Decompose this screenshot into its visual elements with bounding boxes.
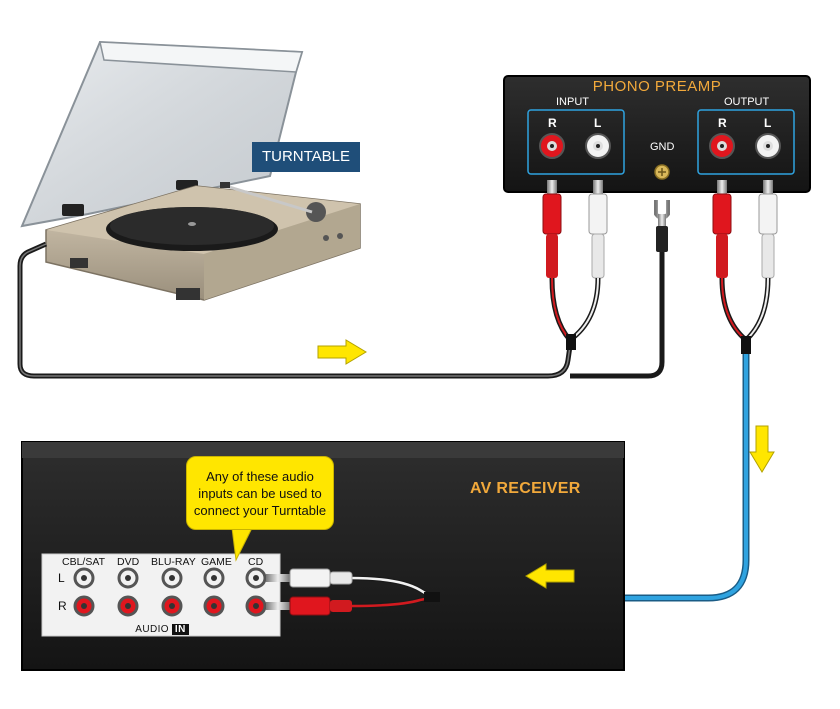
- input-label-game: GAME: [201, 556, 232, 568]
- phono-preamp-box: [503, 75, 811, 193]
- turntable-image: [20, 40, 361, 301]
- row-label-l: L: [58, 571, 65, 585]
- in-badge: IN: [171, 624, 189, 635]
- receiver-jacks: [73, 567, 267, 617]
- flow-arrow-icon: [317, 339, 367, 365]
- row-label-r: R: [58, 599, 67, 613]
- rca-plug-icon: [542, 180, 608, 279]
- input-label-cd: CD: [248, 556, 264, 568]
- receiver-callout: Any of these audio inputs can be used to…: [186, 456, 334, 530]
- preamp-input-label: INPUT: [556, 96, 589, 108]
- receiver-title: AV RECEIVER: [470, 480, 581, 497]
- turntable-label: TURNTABLE: [252, 142, 360, 172]
- preamp-output-l: L: [764, 116, 772, 130]
- preamp-gnd-label: GND: [650, 141, 675, 153]
- audio-label-text: AUDIO: [135, 624, 169, 635]
- rca-plug-icon: [266, 568, 440, 616]
- preamp-title: PHONO PREAMP: [592, 78, 722, 95]
- preamp-input-r: R: [548, 116, 557, 130]
- flow-arrow-icon: [525, 563, 575, 589]
- rca-plug-icon: [712, 180, 778, 279]
- input-label-blu-ray: BLU-RAY: [151, 556, 196, 568]
- input-label-cbl-sat: CBL/SAT: [62, 556, 105, 568]
- preamp-input-l: L: [594, 116, 602, 130]
- spade-ground-connector-icon: [654, 200, 670, 252]
- ground-wire: [570, 250, 665, 379]
- input-label-dvd: DVD: [117, 556, 140, 568]
- flow-arrow-icon: [749, 425, 775, 473]
- preamp-output-label: OUTPUT: [724, 96, 770, 108]
- preamp-output-r: R: [718, 116, 727, 130]
